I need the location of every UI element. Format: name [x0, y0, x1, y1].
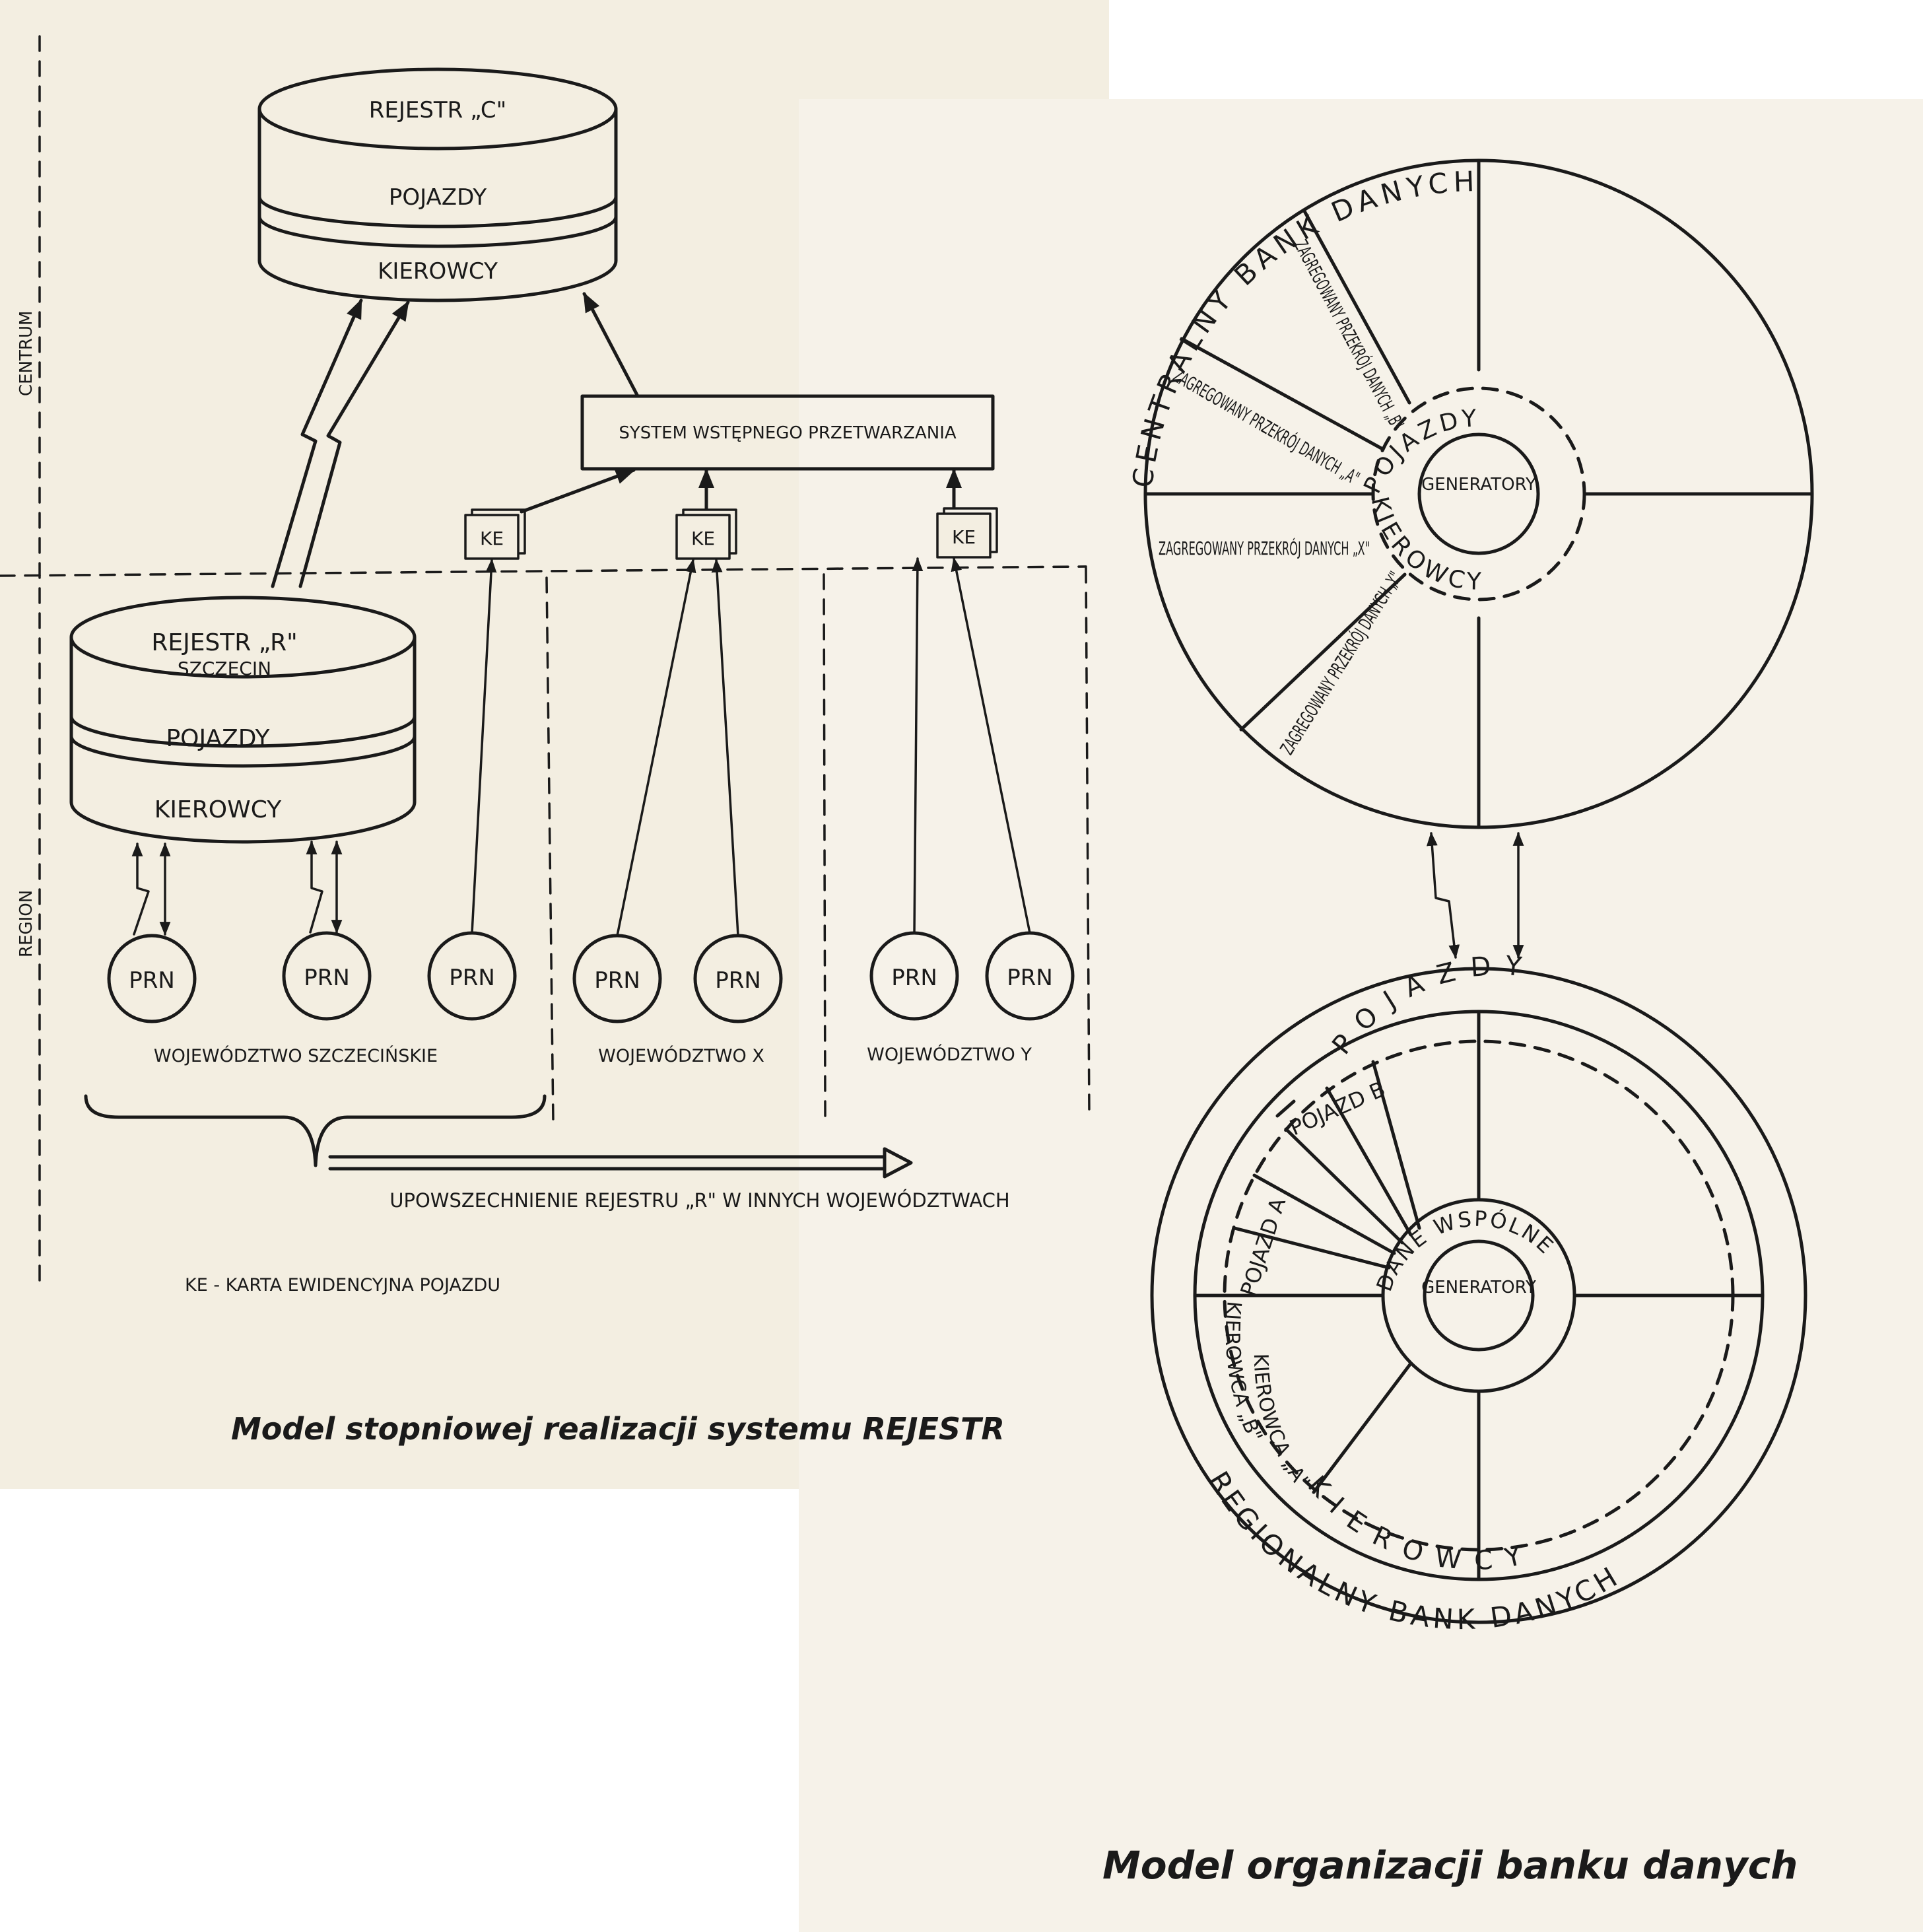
- province-brace: [84, 1094, 547, 1167]
- prn-node-3-label: PRN: [449, 965, 495, 991]
- central-seg-divider-1: [1302, 208, 1411, 405]
- central-register-cylinder: REJESTR „C" POJAZDY KIEROWCY: [257, 67, 618, 302]
- prn-node-7-label: PRN: [1007, 965, 1053, 991]
- right-figure: GENERATORY CENTRALNY BANK DANYCH POJAZDY…: [1102, 158, 1814, 1888]
- vehicle-a-label: POJAZD A: [1235, 1194, 1291, 1299]
- central-register-title: REJESTR „C": [369, 97, 507, 123]
- province-divider-2: [823, 573, 827, 1117]
- regional-register-section-vehicles: POJAZDY: [166, 725, 270, 752]
- prn-node-4: PRN: [572, 934, 662, 1023]
- vehicle-b-label: POJAZD B: [1286, 1076, 1389, 1140]
- prn-node-6-label: PRN: [891, 965, 937, 991]
- central-register-section-vehicles: POJAZDY: [389, 184, 487, 211]
- preprocessing-system-label: SYSTEM WSTĘPNEGO PRZETWARZANIA: [619, 423, 957, 443]
- preprocessing-system-box: SYSTEM WSTĘPNEGO PRZETWARZANIA: [580, 394, 995, 471]
- regional-core-label: GENERATORY: [1421, 1278, 1536, 1297]
- arrow-preprocessing-to-central: [582, 292, 639, 397]
- prn-node-5: PRN: [693, 934, 783, 1023]
- ke-card-2-label: KE: [691, 528, 715, 549]
- prn-node-3: PRN: [427, 931, 517, 1021]
- legend-ke: KE - KARTA EWIDENCYJNA POJAZDU: [185, 1275, 500, 1295]
- left-caption: Model stopniowej realizacji systemu REJE…: [231, 1411, 1005, 1447]
- ke-card-2: KE: [675, 508, 737, 560]
- zone-label-centrum: CENTRUM: [17, 311, 36, 396]
- regional-ring-drivers: KIEROWCY: [1302, 1470, 1539, 1577]
- regional-bank-outer-circle: [1150, 967, 1807, 1624]
- ke-card-3: KE: [936, 507, 998, 559]
- prn-node-5-label: PRN: [715, 967, 761, 994]
- central-data-bank: GENERATORY CENTRALNY BANK DANYCH POJAZDY…: [1126, 158, 1814, 829]
- regional-data-bank: GENERATORY DANE WSPÓLNE POJAZDY KIEROWCY…: [1150, 950, 1807, 1636]
- link-prn4-to-ke2: [616, 558, 696, 937]
- bank-link: [1426, 831, 1524, 959]
- prn-node-6: PRN: [869, 931, 959, 1021]
- central-seg-divider-2: [1180, 337, 1387, 452]
- regional-register-subtitle: SZCZECIN: [178, 658, 271, 679]
- zone-label-region: REGION: [17, 890, 36, 957]
- link-prn5-to-ke2: [711, 558, 739, 937]
- prn-node-2-label: PRN: [304, 965, 350, 991]
- regional-common-circle: [1381, 1198, 1576, 1393]
- province-divider-1: [545, 576, 555, 1124]
- link-prn3-to-ke1: [471, 558, 497, 934]
- regional-core-circle: [1423, 1239, 1535, 1352]
- spread-arrow: [328, 1147, 913, 1179]
- links-prn-to-regional: [131, 840, 343, 936]
- central-seg-divider-3: [1239, 572, 1407, 732]
- link-prn7-to-ke3: [951, 557, 1031, 934]
- regional-ring-vehicles-path: POJAZDY: [1326, 950, 1523, 1060]
- telecom-link-r-to-c: [271, 298, 410, 588]
- prn-node-1-label: PRN: [129, 967, 175, 994]
- vehicle-records-fan: [1232, 1060, 1421, 1270]
- central-ring-dashed: [1371, 386, 1586, 602]
- province-label-x: WOJEWÓDZTWO X: [598, 1045, 764, 1066]
- prn-node-4-label: PRN: [594, 967, 640, 994]
- province-divider-3: [1085, 567, 1091, 1117]
- left-figure: CENTRUM REGION REJESTR „C" POJAZDY KIERO…: [0, 35, 1091, 1447]
- prn-node-2: PRN: [282, 931, 372, 1021]
- central-segment-x: ZAGREGOWANY PRZEKRÓJ DANYCH „X": [1159, 537, 1370, 559]
- zone-divider-horizontal: [0, 565, 1087, 577]
- regional-register-section-drivers: KIEROWCY: [154, 796, 282, 823]
- ke-card-1-label: KE: [480, 528, 504, 549]
- province-label-szczecin: WOJEWÓDZTWO SZCZECIŃSKIE: [154, 1045, 438, 1066]
- regional-ring-drivers-path: KIEROWCY: [1302, 1470, 1524, 1577]
- regional-register-title: REJESTR „R": [151, 629, 297, 656]
- central-segment-y: ZAGREGOWANY PRZEKRÓJ DANYCH „Y": [1275, 567, 1406, 758]
- regional-register-cylinder: REJESTR „R" SZCZECIN POJAZDY KIEROWCY: [69, 596, 417, 844]
- central-core-label: GENERATORY: [1421, 475, 1536, 495]
- ke-card-3-label: KE: [952, 526, 976, 548]
- province-label-y: WOJEWÓDZTWO Y: [867, 1044, 1032, 1065]
- arrow-ke1-to-preprocessing: [520, 468, 636, 514]
- prn-node-1: PRN: [107, 934, 197, 1023]
- spread-note: UPOWSZECHNIENIE REJESTRU „R" W INNYCH WO…: [389, 1189, 1009, 1212]
- right-paper-sheet: [799, 99, 1923, 1932]
- ke-card-1: KE: [464, 508, 526, 560]
- link-prn6-to-ke3: [912, 557, 924, 934]
- central-register-section-drivers: KIEROWCY: [378, 258, 498, 285]
- central-segment-b: ZAGREGOWANY PRZEKRÓJ DANYCH „B": [1290, 236, 1409, 433]
- right-caption: Model organizacji banku danych: [1102, 1843, 1798, 1888]
- regional-ring-vehicles: POJAZDY: [1326, 950, 1537, 1060]
- central-segment-a: ZAGREGOWANY PRZEKRÓJ DANYCH „A": [1170, 364, 1364, 489]
- prn-node-7: PRN: [985, 931, 1075, 1021]
- central-core-circle: [1417, 432, 1540, 555]
- regional-divider-lower-left: [1312, 1362, 1413, 1494]
